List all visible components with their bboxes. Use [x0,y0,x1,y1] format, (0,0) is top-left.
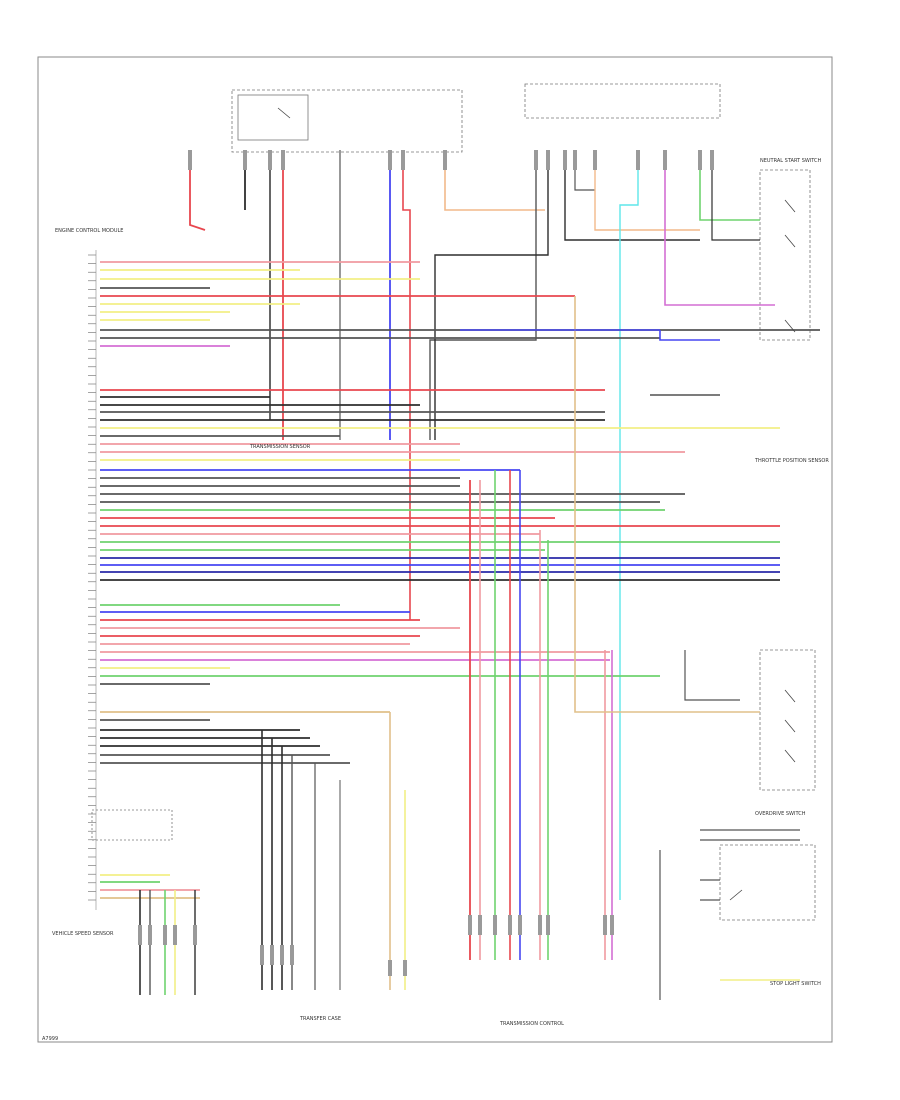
connector-stub [270,945,274,965]
connector-stub [698,150,702,170]
wire-r-cyan [619,150,639,900]
connector-stub [573,150,577,170]
top-relay-boxes [91,83,816,921]
connector-stub [173,925,177,945]
label-stop-switch: STOP LIGHT SWITCH [770,981,821,987]
right-switches [277,107,796,901]
connector-stub [610,915,614,935]
label-neutral-start: NEUTRAL START SWITCH [760,158,822,164]
connector-group [138,150,714,976]
label-vss: VEHICLE SPEED SENSOR [52,931,114,937]
connector-stub [401,150,405,170]
connector-stub [388,960,392,976]
label-trans-sensor: TRANSMISSION SENSOR [249,444,311,450]
connector-stub [468,915,472,935]
connector-stub [193,925,197,945]
connector-stub [443,150,447,170]
connector-stub [243,150,247,170]
wire-r-grey-3 [564,150,700,241]
connector-stub [280,945,284,965]
label-transfer-case: TRANSFER CASE [299,1016,341,1022]
footer-code: A7999 [42,1036,58,1042]
connector-stub [546,915,550,935]
connector-stub [148,925,152,945]
connector-stub [388,150,392,170]
connector-stub [188,150,192,170]
wire-r-violet [664,150,775,306]
label-ecm: ENGINE CONTROL MODULE [55,228,123,234]
wire-blue-loop [659,330,720,341]
wire-r-orange [594,150,700,231]
wire-r-grey-4 [574,150,595,191]
connector-stub [710,150,714,170]
connector-stub [518,915,522,935]
connector-stub [636,150,640,170]
connector-stub [260,945,264,965]
wire-r-grey-2 [434,150,549,440]
ecm-pin-ladder [88,250,97,910]
wire-top-red-3 [402,155,411,620]
connector-stub [563,150,567,170]
wire-right-grey [684,650,740,701]
wire-r-grey-5 [711,150,760,241]
label-tps: THROTTLE POSITION SENSOR [754,458,829,464]
connector-stub [546,150,550,170]
connector-stub [478,915,482,935]
wire-r-green [699,150,760,221]
connector-stub [493,915,497,935]
wire-group [100,150,820,1000]
connector-stub [508,915,512,935]
connector-stub [534,150,538,170]
wire-r-grey-1 [429,150,537,440]
connector-stub [163,925,167,945]
connector-stub [281,150,285,170]
connector-stub [290,945,294,965]
connector-stub [593,150,597,170]
label-od-switch: OVERDRIVE SWITCH [755,811,806,817]
connector-stub [138,925,142,945]
connector-stub [663,150,667,170]
label-trans-control: TRANSMISSION CONTROL [499,1021,564,1027]
connector-stub [268,150,272,170]
wire-top-orange [444,155,545,211]
connector-stub [603,915,607,935]
wire-right-tan [574,296,760,713]
connector-stub [403,960,407,976]
diagram-border [37,56,833,1043]
connector-stub [538,915,542,935]
wire-top-red-1 [189,150,206,231]
